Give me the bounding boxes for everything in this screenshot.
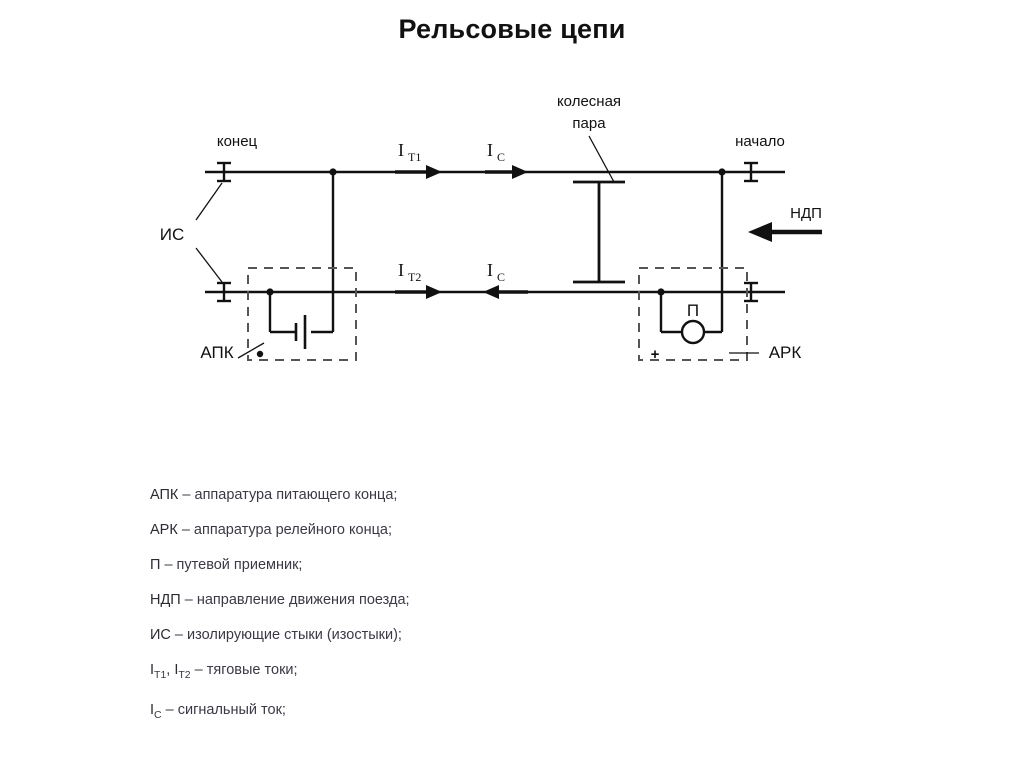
current-symbol-signal-top: I bbox=[487, 140, 493, 160]
legend-item-is: ИС – изолирующие стыки (изостыки); bbox=[150, 618, 790, 653]
legend-term-ndp: НДП bbox=[150, 592, 181, 608]
legend-subscript-signal: C bbox=[154, 708, 162, 721]
relay-end-equipment-box bbox=[638, 267, 748, 361]
legend-term-ark: АРК bbox=[150, 522, 178, 538]
legend-term-p: П bbox=[150, 557, 161, 573]
feed-end-equipment-leader bbox=[237, 342, 265, 359]
legend-definition-apk: аппаратура питающего конца; bbox=[194, 487, 398, 503]
train-direction-arrow-icon bbox=[748, 222, 822, 242]
legend-definition-p: путевой приемник; bbox=[176, 557, 303, 573]
current-arrow-signal-bottom bbox=[483, 285, 528, 299]
current-label-traction-2: I Т2 bbox=[398, 260, 421, 284]
current-arrow-traction-1 bbox=[395, 165, 442, 179]
relay-vertical-connector bbox=[718, 168, 726, 332]
legend-item-apk: АПК – аппаратура питающего конца; bbox=[150, 478, 790, 513]
label-end: конец bbox=[217, 133, 258, 150]
track-receiver-icon bbox=[680, 319, 706, 345]
current-label-signal-bottom: I C bbox=[487, 260, 505, 284]
insulating-joint-top-right-icon bbox=[744, 161, 758, 183]
legend-dash-ndp: – bbox=[180, 592, 197, 608]
battery-icon bbox=[294, 315, 307, 349]
track-receiver-circuit bbox=[657, 288, 722, 334]
legend-definition-is: изолирующие стыки (изостыки); bbox=[187, 627, 402, 643]
label-track-receiver: П bbox=[687, 301, 699, 320]
label-feed-end-equipment: АПК bbox=[200, 343, 233, 362]
current-arrow-traction-2 bbox=[395, 285, 442, 299]
legend-dash-p: – bbox=[160, 557, 177, 573]
legend-dash-ark: – bbox=[177, 522, 194, 538]
current-subscript-traction-2: Т2 bbox=[408, 270, 421, 284]
current-symbol-traction-2: I bbox=[398, 260, 404, 280]
label-insulating-joints: ИС bbox=[160, 225, 185, 244]
legend-term-apk: АПК bbox=[150, 487, 179, 503]
legend-dash-is: – bbox=[170, 627, 188, 643]
current-label-signal-top: I C bbox=[487, 140, 505, 164]
track-circuit-diagram: ИС конец начало bbox=[0, 70, 1024, 400]
label-relay-end-equipment: АРК bbox=[769, 343, 802, 362]
insulating-joint-top-left-icon bbox=[217, 161, 231, 183]
insulating-joint-bottom-right-icon bbox=[744, 281, 758, 303]
legend-item-traction-currents: IТ1, IТ2 – тяговые токи; bbox=[150, 653, 790, 693]
legend-term-traction-1: I bbox=[150, 662, 155, 678]
wheel-pair-leader bbox=[588, 135, 615, 183]
legend-definition-ndp: направление движения поезда; bbox=[196, 592, 410, 608]
legend-dash-signal: – bbox=[161, 701, 178, 718]
legend-subscript-traction-1: Т1 bbox=[154, 668, 167, 681]
current-symbol-traction-1: I bbox=[398, 140, 404, 160]
current-subscript-signal-bottom: C bbox=[497, 270, 505, 284]
label-wheel-pair-line1: колесная bbox=[557, 93, 621, 110]
insulating-joint-bottom-left-icon bbox=[217, 281, 231, 303]
legend-definition-traction: тяговые токи; bbox=[206, 662, 298, 678]
current-label-traction-1: I Т1 bbox=[398, 140, 421, 164]
legend-item-p: П – путевой приемник; bbox=[150, 548, 790, 583]
legend-definition-ark: аппаратура релейного конца; bbox=[193, 522, 392, 538]
polarity-plus-sign: + bbox=[651, 346, 660, 363]
legend-list: АПК – аппаратура питающего конца; АРК – … bbox=[150, 478, 790, 733]
label-wheel-pair-line2: пара bbox=[572, 115, 606, 132]
legend-term-traction-2: I bbox=[174, 662, 179, 678]
legend-item-signal-current: IC – сигнальный ток; bbox=[150, 693, 790, 733]
current-subscript-signal-top: C bbox=[497, 150, 505, 164]
legend-comma-traction: , bbox=[166, 662, 175, 678]
current-arrow-signal-top bbox=[485, 165, 528, 179]
current-symbol-signal-bottom: I bbox=[487, 260, 493, 280]
insulating-joints-leader-lines bbox=[195, 182, 223, 283]
current-subscript-traction-1: Т1 bbox=[408, 150, 421, 164]
legend-term-signal: I bbox=[150, 701, 155, 718]
legend-item-ark: АРК – аппаратура релейного конца; bbox=[150, 513, 790, 548]
feed-vertical-connector bbox=[329, 168, 337, 332]
wheel-pair-icon bbox=[573, 180, 625, 284]
page-title: Рельсовые цепи bbox=[398, 14, 626, 44]
legend-dash-traction: – bbox=[190, 662, 207, 678]
feed-end-equipment-box bbox=[247, 267, 357, 361]
legend-term-is: ИС bbox=[150, 627, 171, 643]
legend-item-ndp: НДП – направление движения поезда; bbox=[150, 583, 790, 618]
power-source-circuit bbox=[266, 288, 333, 334]
legend-subscript-traction-2: Т2 bbox=[178, 668, 191, 681]
legend-dash-apk: – bbox=[178, 487, 195, 503]
legend-definition-signal: сигнальный ток; bbox=[177, 701, 286, 718]
label-train-direction: НДП bbox=[790, 205, 822, 222]
label-start: начало bbox=[735, 133, 785, 150]
